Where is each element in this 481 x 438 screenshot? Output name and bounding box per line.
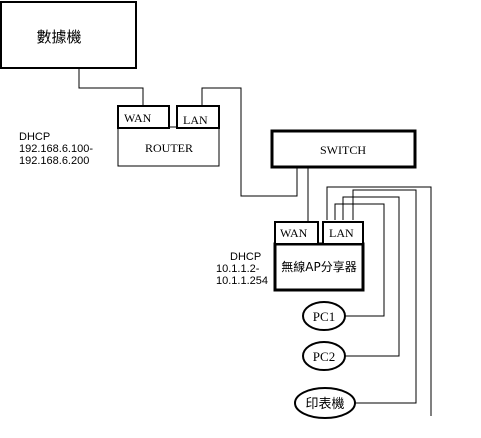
- link-ap-to-pc1: [334, 203, 385, 317]
- link-ap-to-printer: [352, 189, 417, 404]
- wireless-ap-label: 無線AP分享器: [281, 259, 356, 274]
- link-modem-to-router-wan: [78, 68, 144, 106]
- pc2-node: PC2: [302, 341, 346, 371]
- router-box: [117, 126, 220, 167]
- printer-node: 印表機: [294, 387, 356, 419]
- router-wan-port: [117, 105, 170, 129]
- router-lan-port: [176, 105, 220, 129]
- link-ap-to-pc2: [342, 196, 400, 357]
- pc1-ellipse: [302, 301, 346, 331]
- switch-box: [270, 129, 417, 169]
- printer-label: 印表機: [305, 397, 344, 412]
- link-router-lan-to-switch: [201, 87, 298, 197]
- pc1-node: PC1: [302, 301, 346, 331]
- data-device-box: [0, 1, 137, 69]
- ap-dhcp-range-start: 10.1.1.2-: [216, 263, 260, 275]
- ap-wan-port: [274, 221, 319, 245]
- switch-node: SWITCH: [270, 129, 417, 169]
- pc2-ellipse: [302, 341, 346, 371]
- router-dhcp-note: DHCP 192.168.6.100- 192.168.6.200: [19, 131, 93, 167]
- pc1-label: PC1: [313, 309, 335, 324]
- ap-lan-label: LAN: [329, 226, 354, 240]
- router-lan-label: LAN: [183, 113, 208, 127]
- switch-label: SWITCH: [320, 143, 366, 157]
- pc2-label: PC2: [313, 349, 335, 364]
- ap-dhcp-range-end: 10.1.1.254: [216, 275, 268, 287]
- connection-lines: [78, 68, 432, 416]
- link-spare-cable: [326, 186, 432, 416]
- router-dhcp-title: DHCP: [19, 131, 50, 143]
- router-dhcp-range-end: 192.168.6.200: [19, 155, 89, 167]
- wireless-ap-node: WAN LAN 無線AP分享器: [273, 221, 365, 292]
- printer-ellipse: [294, 387, 356, 419]
- ap-wan-label: WAN: [280, 226, 308, 240]
- router-wan-label: WAN: [124, 111, 152, 125]
- router-dhcp-range-start: 192.168.6.100-: [19, 143, 93, 155]
- ap-lan-port: [322, 221, 364, 245]
- ap-dhcp-note: DHCP 10.1.1.2- 10.1.1.254: [216, 251, 268, 287]
- ap-dhcp-title: DHCP: [230, 251, 261, 263]
- router-node: WAN LAN ROUTER: [117, 105, 220, 167]
- router-label: ROUTER: [145, 141, 193, 155]
- wireless-ap-box: [273, 242, 365, 292]
- data-device-node: 數據機: [0, 1, 137, 69]
- data-device-label: 數據機: [36, 28, 81, 46]
